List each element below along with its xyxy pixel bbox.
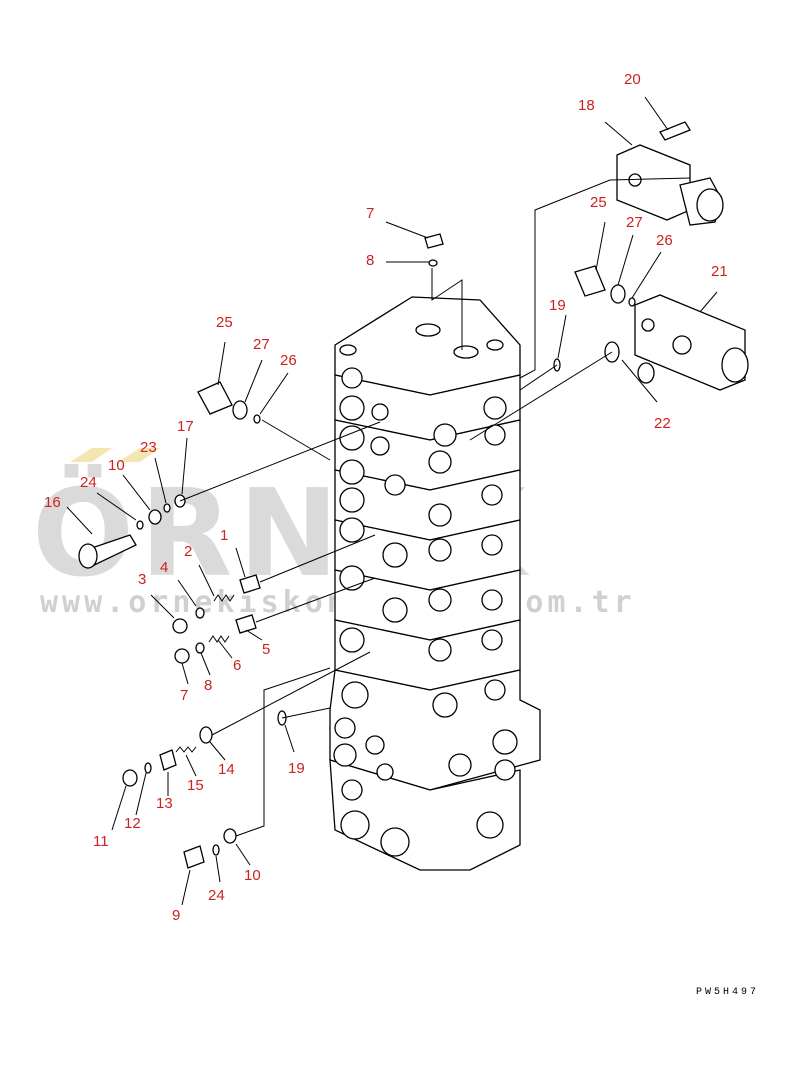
callout-number: 7	[180, 687, 188, 704]
callout-number: 27	[626, 214, 643, 231]
callout-number: 10	[244, 867, 261, 884]
callout-number: 20	[624, 71, 641, 88]
callout-number: 2	[184, 543, 192, 560]
valve-sections	[329, 374, 541, 871]
callout-number: 4	[160, 559, 168, 576]
callout-number: 26	[656, 232, 673, 249]
callout-number: 19	[549, 297, 566, 314]
control-valve-body	[329, 296, 541, 871]
callout-number: 16	[44, 494, 61, 511]
callout-number: 22	[654, 415, 671, 432]
callout-number: 23	[140, 439, 157, 456]
callout-numbers: 20 18 7 8 25 27 26 21 19 22 25 27 26 17 …	[44, 71, 728, 924]
drawing-code: PW5H497	[696, 987, 759, 998]
callout-number: 25	[216, 314, 233, 331]
callout-number: 17	[177, 418, 194, 435]
callout-number: 26	[280, 352, 297, 369]
callout-number: 24	[208, 887, 225, 904]
callout-number: 11	[93, 833, 109, 850]
callout-number: 12	[124, 815, 141, 832]
callout-number: 6	[233, 657, 241, 674]
callout-leaders	[66, 96, 718, 906]
callout-number: 1	[220, 527, 228, 544]
callout-number: 24	[80, 474, 97, 491]
callout-number: 9	[172, 907, 180, 924]
callout-number: 27	[253, 336, 270, 353]
callout-number: 8	[204, 677, 212, 694]
callout-number: 15	[187, 777, 204, 794]
callout-number: 14	[218, 761, 235, 778]
callout-number: 19	[288, 760, 305, 777]
callout-number: 18	[578, 97, 595, 114]
solenoid-valve-upper	[616, 121, 724, 226]
callout-number: 13	[156, 795, 173, 812]
solenoid-valve-lower	[634, 294, 749, 391]
assembly-lines	[179, 177, 691, 837]
watermark-accent	[70, 448, 160, 462]
callout-number: 3	[138, 571, 146, 588]
valve-ports	[333, 367, 518, 857]
callout-number: 8	[366, 252, 374, 269]
callout-number: 5	[262, 641, 270, 658]
callout-number: 10	[108, 457, 125, 474]
callout-number: 7	[366, 205, 374, 222]
small-parts	[78, 233, 655, 869]
callout-number: 25	[590, 194, 607, 211]
callout-number: 21	[711, 263, 728, 280]
